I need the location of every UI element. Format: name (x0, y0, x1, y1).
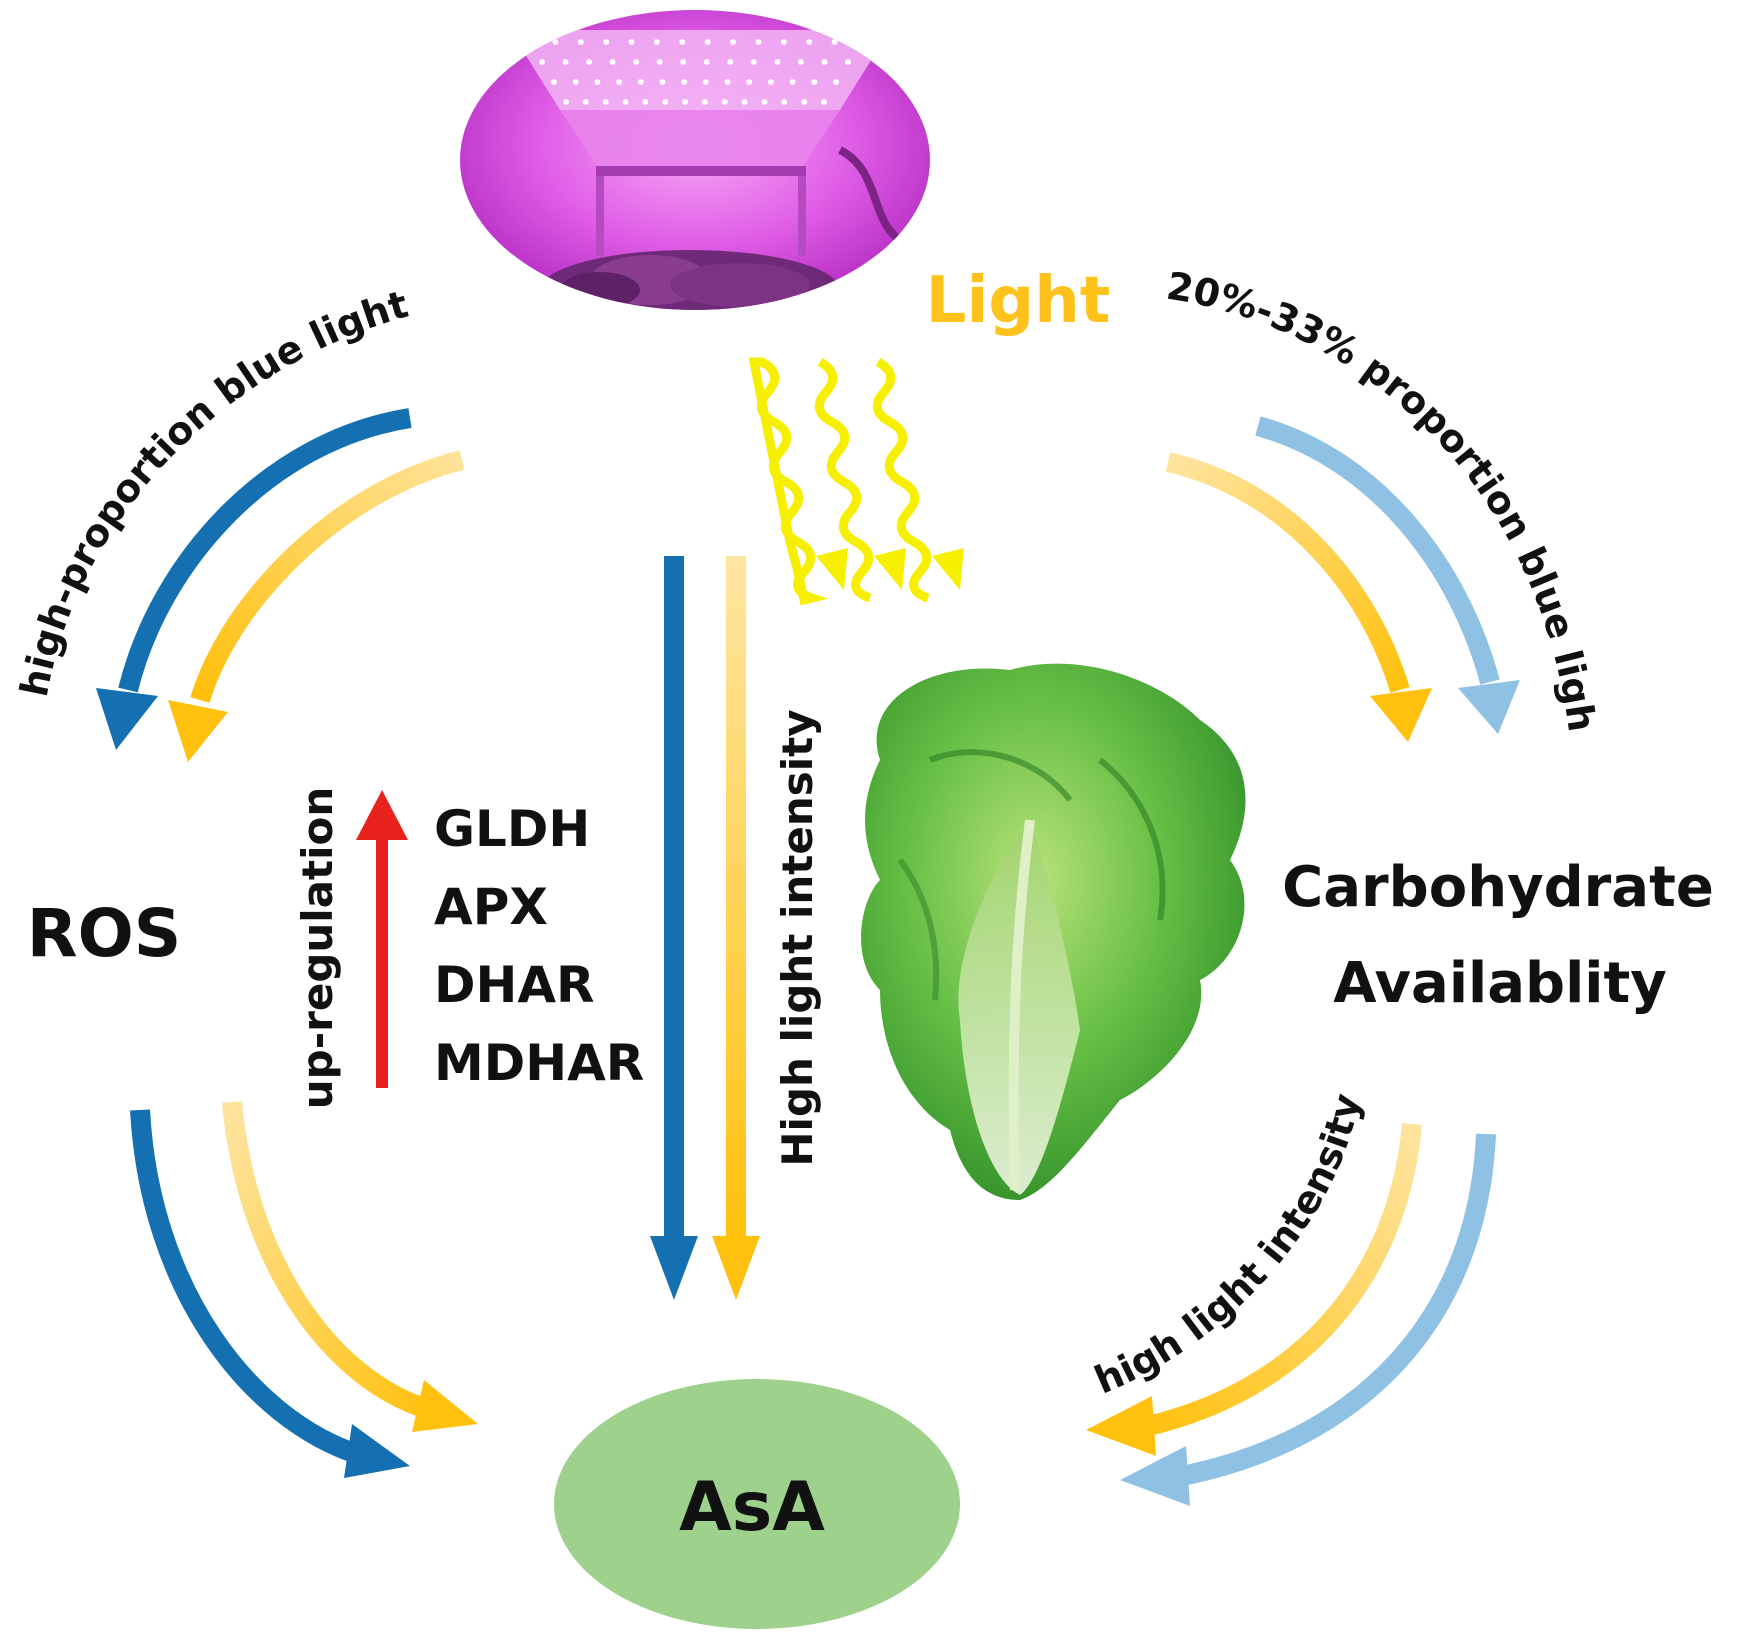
arrow-ros-to-asa-orange (222, 1101, 478, 1432)
led-dot (727, 59, 734, 65)
arrow-center-orange (712, 556, 760, 1300)
led-dot (628, 39, 635, 45)
led-dot (563, 99, 569, 105)
led-dot (806, 39, 813, 45)
ros-label: ROS (27, 895, 181, 972)
led-dot (797, 59, 804, 65)
led-dot (811, 79, 818, 85)
led-dot (845, 59, 851, 65)
led-dot (616, 79, 623, 85)
led-dot (594, 79, 601, 85)
led-dot (833, 79, 839, 85)
led-dot (662, 99, 669, 105)
light-wave-2 (814, 358, 874, 603)
led-dot (750, 59, 757, 65)
light-wave-1 (748, 357, 829, 606)
led-dot (761, 99, 768, 105)
arrow-upregulation-red (356, 790, 408, 1088)
light-wave-3 (872, 358, 932, 603)
light-label: Light (926, 264, 1111, 338)
led-dot (680, 59, 687, 65)
enzyme-apx: APX (434, 878, 548, 936)
led-dot (721, 99, 728, 105)
enzyme-mdhar: MDHAR (434, 1034, 644, 1092)
led-dot (602, 99, 609, 105)
led-dot (681, 79, 688, 85)
led-dot (572, 79, 579, 85)
led-dot (659, 79, 666, 85)
carb-label-line2: Availablity (1333, 951, 1667, 1016)
light-wave-arrows (748, 357, 964, 606)
led-dot (539, 59, 545, 65)
led-dot (780, 39, 787, 45)
high-blue-label: high-proportion blue light (12, 282, 413, 700)
led-dot (637, 79, 644, 85)
arrow-light-to-ros-blue (96, 408, 412, 750)
led-dot (701, 99, 708, 105)
arrow-carb-to-asa-lightblue (1120, 1133, 1496, 1506)
led-dot (656, 59, 663, 65)
arrow-center-blue (650, 556, 698, 1300)
asa-label: AsA (679, 1468, 825, 1547)
upregulation-label: up-regulation (293, 787, 342, 1110)
arrow-light-to-ros-orange (168, 450, 465, 762)
led-dot (679, 39, 686, 45)
right-intensity-label: high light intensity (1088, 1089, 1369, 1402)
led-dot (551, 79, 557, 85)
led-dot (821, 59, 828, 65)
led-chamber-image (460, 10, 930, 310)
led-dot (821, 99, 827, 105)
led-dot (642, 99, 649, 105)
led-dot (781, 99, 788, 105)
led-dot (767, 79, 774, 85)
high-blue-label-text: high-proportion blue light (12, 282, 413, 700)
led-dot (609, 59, 616, 65)
led-dot (562, 59, 569, 65)
led-dot (527, 39, 533, 45)
center-intensity-label: High light intensity (773, 709, 822, 1166)
led-dot (633, 59, 640, 65)
led-dot (831, 39, 838, 45)
led-dot (682, 99, 689, 105)
led-dot (774, 59, 781, 65)
led-dot (577, 39, 584, 45)
led-dot (702, 79, 709, 85)
led-dot (755, 39, 762, 45)
led-dot (622, 99, 629, 105)
enzyme-gldh: GLDH (434, 800, 590, 858)
led-dot (552, 39, 559, 45)
light-wave-3-head (932, 548, 964, 590)
led-dot (653, 39, 660, 45)
led-dot (724, 79, 731, 85)
enzyme-list: GLDH APX DHAR MDHAR (434, 800, 644, 1092)
light-wave-1-head (816, 548, 848, 590)
arrow-carb-to-asa-orange (1086, 1123, 1422, 1456)
asa-node (554, 1379, 960, 1629)
arrow-light-to-carb-orange (1165, 452, 1432, 742)
led-dot (801, 99, 808, 105)
arrow-ros-to-asa-blue (130, 1109, 410, 1478)
led-dot (789, 79, 796, 85)
led-dot (582, 99, 589, 105)
led-dot (603, 39, 610, 45)
led-dot (703, 59, 710, 65)
carb-label-line1: Carbohydrate (1282, 855, 1714, 920)
led-dot (730, 39, 737, 45)
led-dot (857, 39, 863, 45)
arrow-light-to-carb-lightblue (1255, 416, 1520, 734)
light-wave-2-head (874, 548, 906, 590)
led-dot (704, 39, 711, 45)
led-dot (746, 79, 753, 85)
enzyme-dhar: DHAR (434, 956, 595, 1014)
led-dot (586, 59, 593, 65)
led-dot (741, 99, 748, 105)
lettuce-image (861, 663, 1246, 1200)
right-intensity-label-text: high light intensity (1088, 1089, 1369, 1402)
